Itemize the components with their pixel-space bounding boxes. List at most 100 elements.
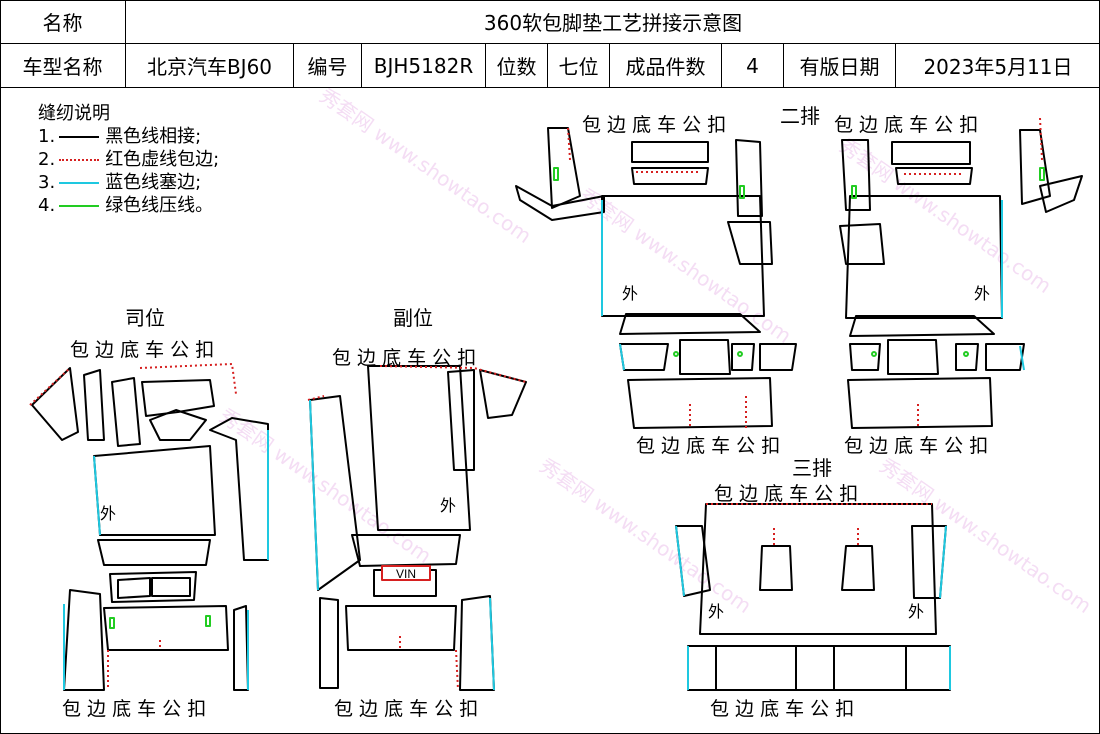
row3-rear-panel bbox=[687, 645, 951, 691]
row3-label: 三排 bbox=[792, 456, 832, 480]
passenger-rear-side bbox=[319, 597, 339, 689]
sewing-legend: 缝纫说明 1. 黑色线相接; 2. 红色虚线包边; 3. 蓝色线塞边; 4. 绿… bbox=[38, 102, 219, 217]
passenger-rear-right bbox=[459, 595, 495, 691]
driver-vent-panel bbox=[109, 571, 197, 603]
red-dotted-swatch bbox=[59, 158, 100, 161]
edge-note: 包 边 底 车 公 扣 bbox=[334, 698, 479, 720]
row2-right-pillar-r bbox=[1019, 129, 1051, 205]
code-value: BJH5182R bbox=[362, 44, 486, 88]
row2-right-seg-3 bbox=[955, 343, 979, 371]
row3-red-edge bbox=[706, 503, 932, 546]
passenger-mid-panel bbox=[351, 534, 461, 567]
legend-num: 3. bbox=[38, 172, 56, 193]
row2-right-seg-1 bbox=[849, 343, 881, 371]
row2-right-step-panel bbox=[849, 315, 995, 337]
edge-note: 包 边 底 车 公 扣 bbox=[714, 483, 859, 505]
driver-rear-panel bbox=[103, 605, 229, 651]
edge-note: 包 边 底 车 公 扣 bbox=[70, 339, 215, 361]
page-title: 360软包脚垫工艺拼接示意图 bbox=[126, 0, 1100, 44]
driver-top-panel bbox=[141, 379, 215, 417]
row2-vent-panel bbox=[631, 167, 709, 185]
edge-note: 包 边 底 车 公 扣 bbox=[636, 435, 781, 457]
title-block: 名称 360软包脚垫工艺拼接示意图 车型名称 北京汽车BJ60 编号 BJH51… bbox=[0, 0, 1100, 88]
edge-note: 包 边 底 车 公 扣 bbox=[844, 435, 989, 457]
driver-side-panel bbox=[31, 367, 79, 441]
outside-label: 外 bbox=[440, 496, 457, 515]
driver-rear-side bbox=[233, 605, 249, 691]
legend-title: 缝纫说明 bbox=[38, 103, 110, 124]
outside-label: 外 bbox=[708, 602, 725, 621]
driver-side-panel bbox=[83, 369, 105, 441]
date-value: 2023年5月11日 bbox=[896, 44, 1100, 88]
driver-right-panel bbox=[209, 417, 269, 561]
model-label: 车型名称 bbox=[0, 44, 126, 88]
outside-label: 外 bbox=[908, 602, 925, 621]
count-value: 4 bbox=[722, 44, 784, 88]
row2-right-green-edge bbox=[851, 167, 1045, 357]
row3-cyan-edge bbox=[675, 525, 951, 690]
row2-seg-4 bbox=[759, 343, 797, 371]
row2-step-panel bbox=[619, 313, 761, 335]
row3-mat bbox=[675, 503, 951, 691]
passenger-main-panel bbox=[367, 365, 471, 531]
passenger-mat bbox=[309, 365, 527, 691]
row2-right-cut bbox=[727, 221, 773, 265]
driver-pedal-cut bbox=[149, 409, 207, 441]
row3-rear-dividers bbox=[715, 646, 907, 690]
passenger-rear-panel bbox=[345, 605, 457, 651]
row2-right-pillar bbox=[735, 139, 763, 217]
passenger-red-edge bbox=[307, 365, 527, 691]
legend-text: 红色虚线包边; bbox=[105, 149, 220, 170]
driver-pedal-panel bbox=[111, 377, 141, 447]
row2-right-pillar-l bbox=[841, 139, 871, 211]
legend-num: 1. bbox=[38, 126, 56, 147]
row2-label: 二排 bbox=[780, 104, 820, 128]
row2-left-green-edge bbox=[553, 167, 745, 357]
date-label: 有版日期 bbox=[784, 44, 896, 88]
driver-green-edge bbox=[109, 615, 211, 629]
edge-note: 包 边 底 车 公 扣 bbox=[582, 114, 727, 136]
row2-right-vent-panel bbox=[895, 167, 973, 185]
outside-label: 外 bbox=[974, 284, 991, 303]
seat-label: 位数 bbox=[486, 44, 548, 88]
edge-note: 包 边 底 车 公 扣 bbox=[834, 114, 979, 136]
black-line-swatch bbox=[59, 135, 100, 138]
row2-seg-3 bbox=[731, 343, 755, 371]
legend-item-green: 4. 绿色线压线。 bbox=[38, 194, 219, 217]
vin-label: VIN bbox=[396, 567, 416, 581]
driver-label: 司位 bbox=[125, 306, 165, 330]
row2-right-seg-2 bbox=[887, 339, 939, 375]
row3-tab-right bbox=[841, 545, 875, 591]
row2-left-cyan-edge bbox=[601, 200, 625, 371]
edge-note: 包 边 底 车 公 扣 bbox=[710, 698, 855, 720]
outside-label: 外 bbox=[100, 504, 117, 523]
edge-note: 包 边 底 车 公 扣 bbox=[332, 347, 477, 369]
row2-left-red-edge bbox=[567, 127, 747, 428]
row2-right-cyan-edge bbox=[1001, 200, 1025, 371]
outside-label: 外 bbox=[622, 284, 639, 303]
row2-left-wing bbox=[515, 185, 605, 221]
legend-text: 黑色线相接; bbox=[105, 126, 202, 147]
cyan-line-swatch bbox=[59, 181, 100, 184]
vin-window bbox=[381, 565, 431, 581]
passenger-cyan-edge bbox=[309, 399, 495, 691]
legend-num: 2. bbox=[38, 149, 56, 170]
driver-mat bbox=[31, 367, 269, 691]
legend-item-black: 1. 黑色线相接; bbox=[38, 125, 219, 148]
passenger-corner-panel bbox=[479, 369, 527, 419]
legend-text: 蓝色线塞边; bbox=[105, 172, 202, 193]
row2-right-rear-panel bbox=[847, 377, 993, 429]
row2-right-top-panel bbox=[891, 141, 971, 165]
passenger-side-panel bbox=[447, 369, 475, 471]
seat-value: 七位 bbox=[548, 44, 610, 88]
driver-vent-cut bbox=[117, 577, 191, 599]
driver-rear-left-panel bbox=[63, 589, 105, 691]
driver-mid-panel bbox=[97, 539, 211, 566]
row2-right-left-cut bbox=[839, 223, 885, 265]
count-label: 成品件数 bbox=[610, 44, 722, 88]
name-label: 名称 bbox=[0, 0, 126, 44]
row2-seg-1 bbox=[619, 343, 669, 371]
row2-right-seg-4 bbox=[985, 343, 1025, 371]
legend-item-red: 2. 红色虚线包边; bbox=[38, 148, 219, 171]
row3-main-panel bbox=[699, 503, 937, 635]
